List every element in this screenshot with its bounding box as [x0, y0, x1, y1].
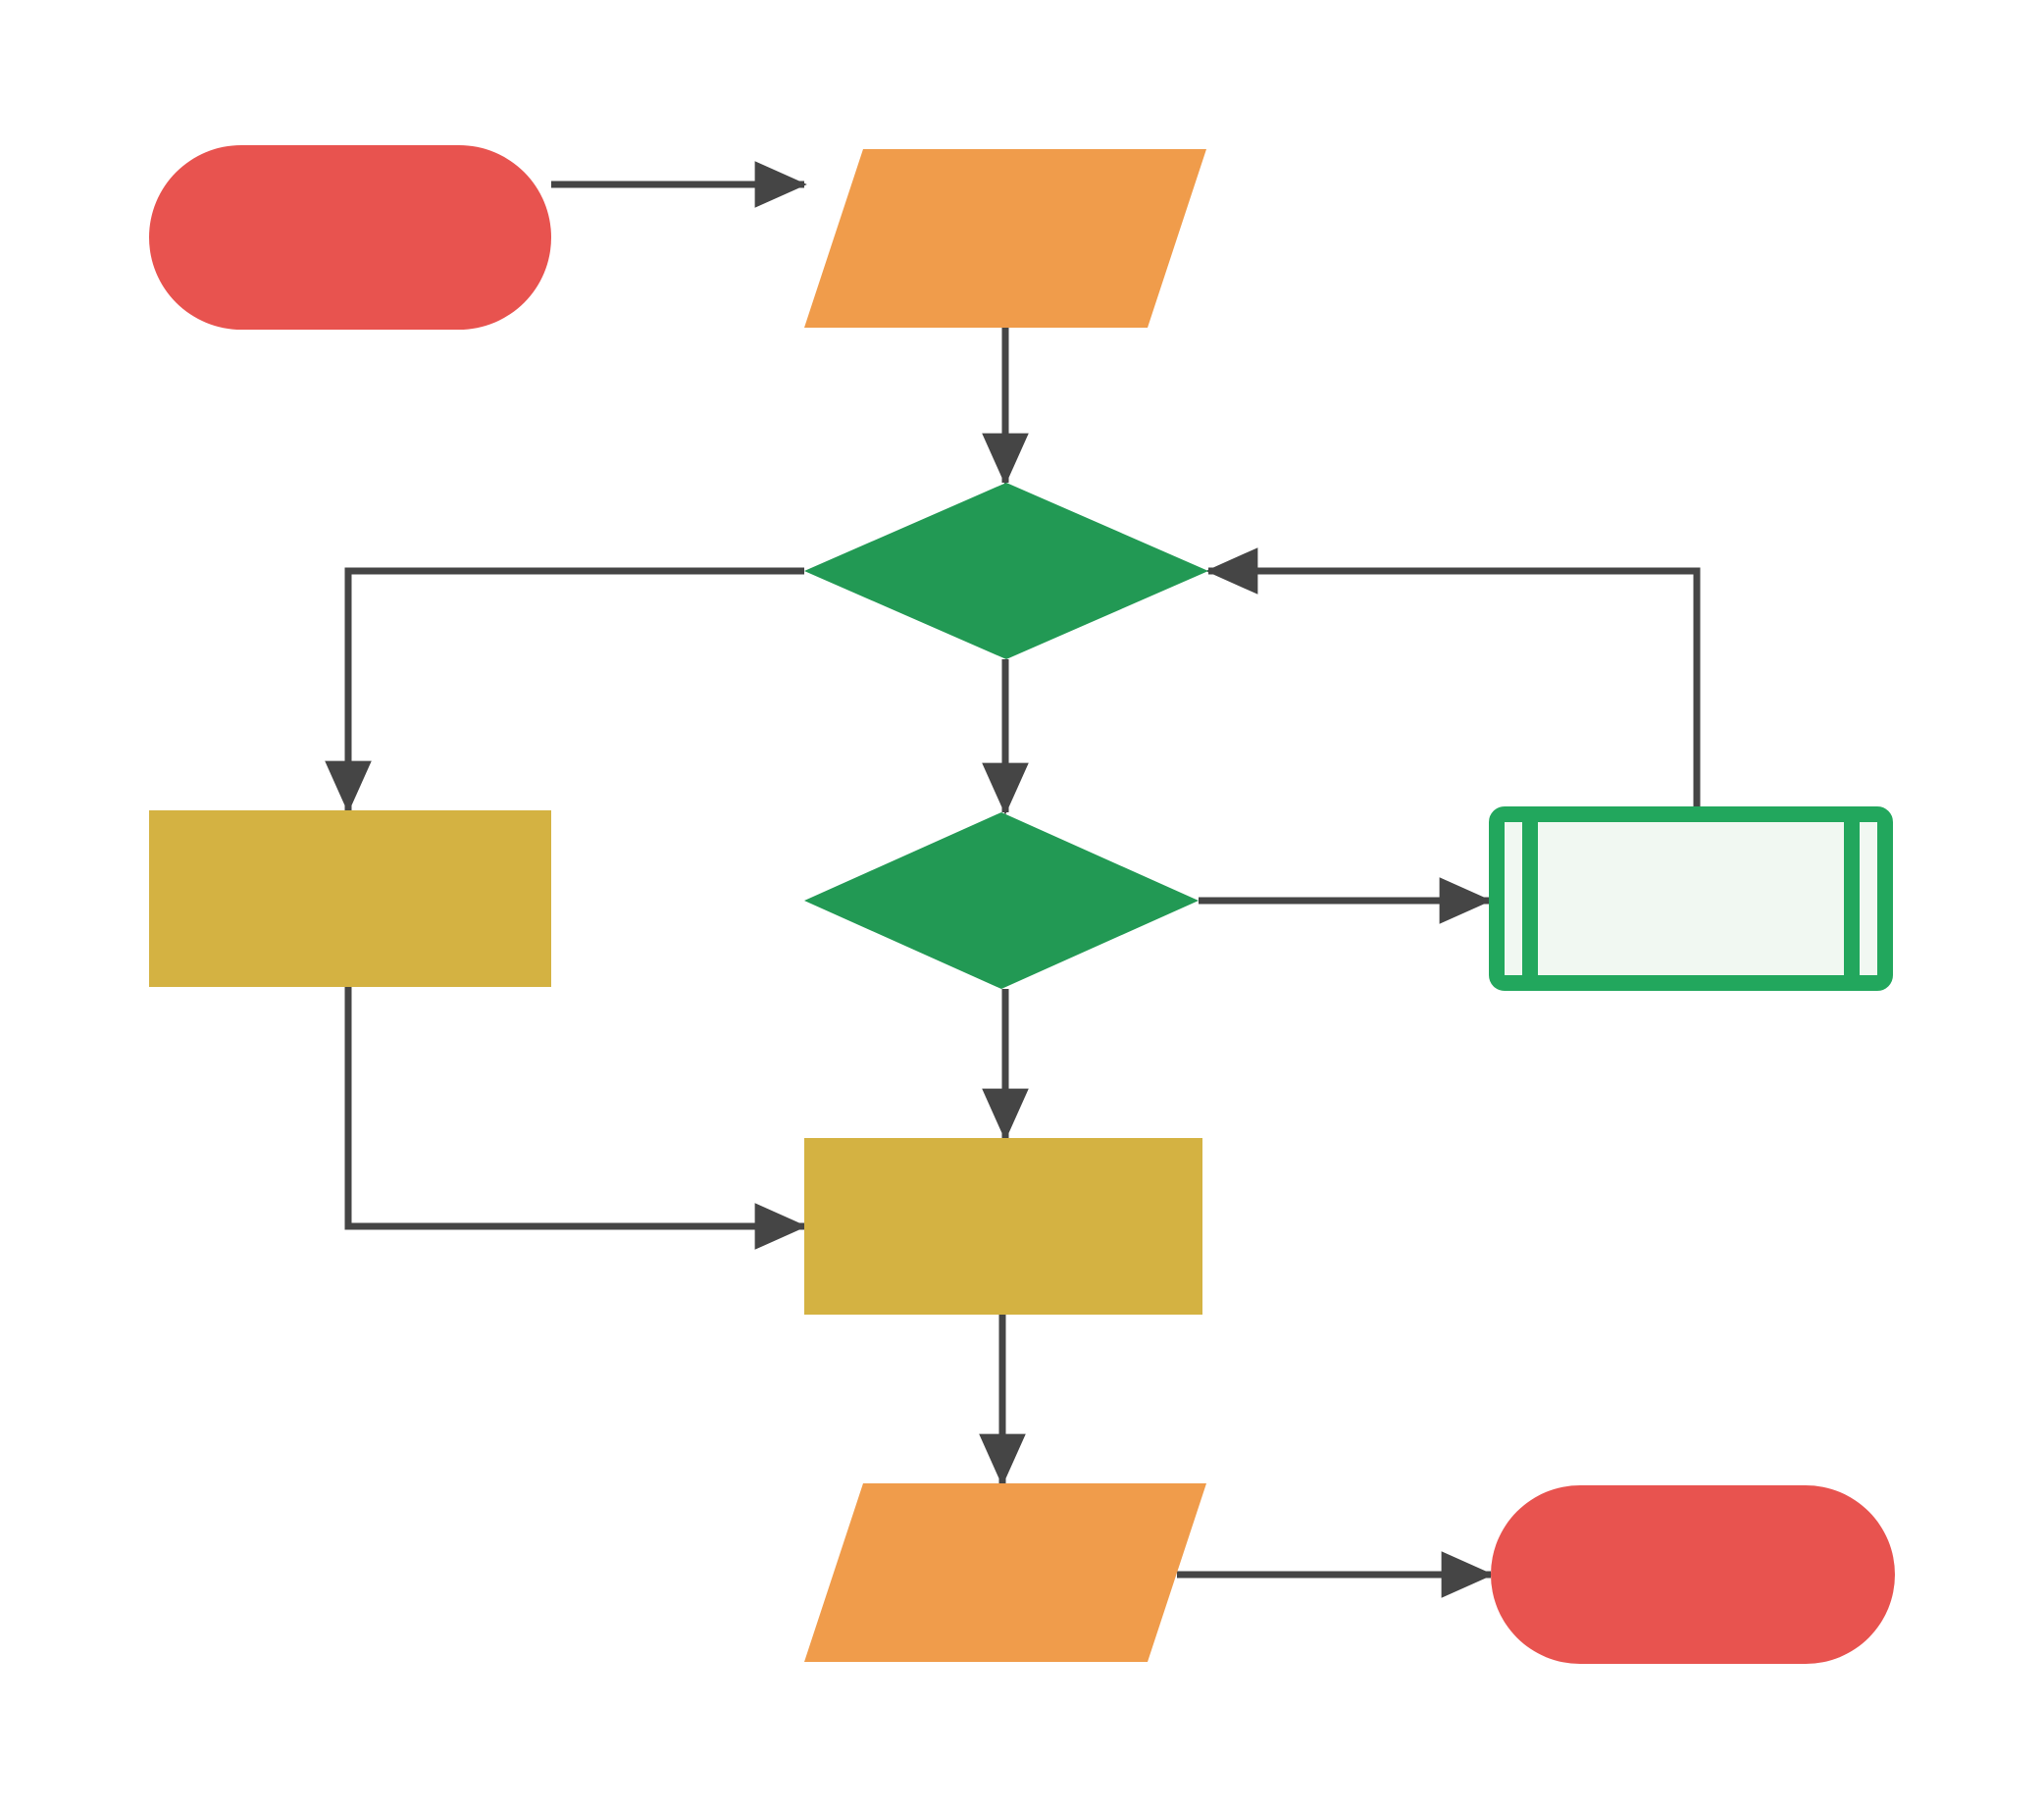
decision-shape	[804, 483, 1208, 659]
flow-node-predefined-process[interactable]	[1489, 806, 1893, 991]
process-shape	[149, 810, 551, 987]
flow-node-output[interactable]	[804, 1483, 1206, 1662]
flow-node-process-left[interactable]	[149, 810, 551, 987]
flow-node-decision-1[interactable]	[804, 483, 1208, 659]
flow-node-end[interactable]	[1491, 1485, 1895, 1664]
predefined-process-body	[1489, 806, 1893, 991]
process-shape	[804, 1138, 1202, 1315]
flow-connector	[325, 567, 804, 813]
data-io-shape	[804, 1483, 1206, 1662]
flow-node-input[interactable]	[804, 149, 1206, 328]
flow-node-start[interactable]	[149, 145, 551, 330]
node-layer	[149, 145, 1895, 1664]
decision-shape	[804, 812, 1199, 989]
flow-node-process-center[interactable]	[804, 1138, 1202, 1315]
terminator-shape	[149, 145, 551, 330]
data-io-shape	[804, 149, 1206, 328]
flow-connector	[1205, 547, 1701, 806]
terminator-shape	[1491, 1485, 1895, 1664]
flow-connector	[344, 987, 807, 1250]
flow-node-decision-2[interactable]	[804, 812, 1199, 989]
edge-layer	[325, 161, 1701, 1598]
